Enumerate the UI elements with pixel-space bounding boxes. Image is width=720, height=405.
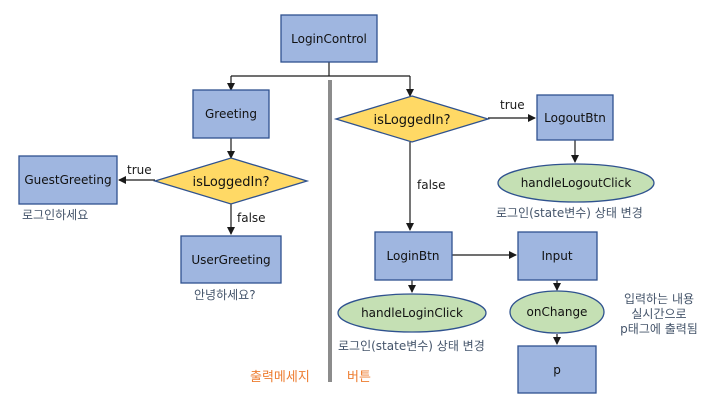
user-greeting-node: UserGreeting [180,235,282,284]
p-node: p [517,345,597,394]
is-logged-in-left-decision: isLoggedIn? [152,157,310,205]
user-note: 안녕하세요? [194,288,256,302]
login-state-note: 로그인(state변수) 상태 변경 [338,339,485,353]
handle-logout-click-node: handleLogoutClick [497,163,655,203]
false-label-right: false [417,178,446,192]
on-change-node: onChange [509,290,605,334]
logout-btn-node: LogoutBtn [536,94,614,141]
handle-logout-click-label: handleLogoutClick [521,176,632,190]
login-btn-node: LoginBtn [374,231,453,281]
is-logged-in-right-label: isLoggedIn? [373,113,450,128]
is-logged-in-right-decision: isLoggedIn? [333,95,491,143]
is-logged-in-left-label: isLoggedIn? [192,175,269,190]
section-label-output-message: 출력메세지 [250,370,310,385]
p-label: p [553,363,561,377]
on-change-label: onChange [527,305,588,319]
guest-greeting-label: GuestGreeting [24,173,111,187]
login-control-node: LoginControl [280,14,378,63]
handle-login-click-label: handleLoginClick [361,306,463,320]
input-note-line-1: 입력하는 내용 [624,292,694,306]
input-note-line-3: p태그에 출력됨 [620,322,698,336]
logout-state-note: 로그인(state변수) 상태 변경 [496,206,643,220]
greeting-node: Greeting [192,89,270,139]
input-node: Input [517,231,598,281]
logout-btn-label: LogoutBtn [544,111,606,125]
user-greeting-label: UserGreeting [191,253,270,267]
input-note-line-2: 실시간으로 [631,307,686,321]
input-label: Input [541,249,572,263]
login-control-label: LoginControl [291,32,367,46]
false-label-left: false [237,211,266,225]
section-label-button: 버튼 [347,370,371,385]
connectors [118,62,579,345]
guest-note: 로그인하세요 [22,208,88,222]
guest-greeting-node: GuestGreeting [18,155,118,205]
true-label-left: true [127,163,152,177]
handle-login-click-node: handleLoginClick [337,293,487,333]
true-label-right: true [500,98,525,112]
login-btn-label: LoginBtn [387,249,440,263]
greeting-label: Greeting [205,107,257,121]
